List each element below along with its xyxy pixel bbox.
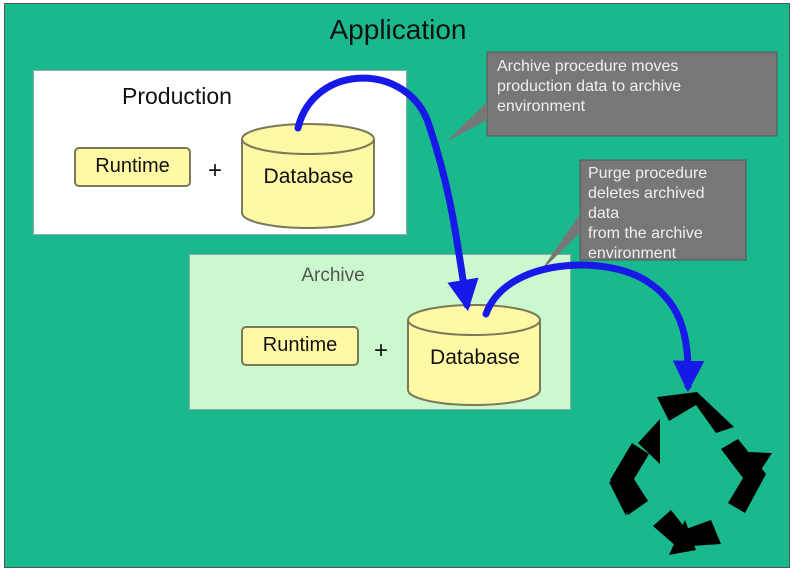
archive-plus-sign: + bbox=[374, 337, 389, 364]
production-database-label: Database bbox=[263, 165, 354, 188]
archive-runtime-label: Runtime bbox=[262, 334, 338, 356]
recycle-icon bbox=[609, 392, 772, 555]
purge-procedure-text: Purge procedure deletes archived data fr… bbox=[588, 165, 708, 262]
production-runtime-label: Runtime bbox=[95, 155, 170, 177]
archive-title: Archive bbox=[301, 265, 365, 286]
production-title: Production bbox=[122, 83, 232, 109]
application-title: Application bbox=[329, 14, 467, 45]
archive-procedure-text: Archive procedure moves production data … bbox=[497, 58, 682, 115]
production-runtime-box: Runtime bbox=[74, 147, 191, 187]
production-database: Database bbox=[240, 121, 377, 231]
archive-database-label: Database bbox=[430, 346, 520, 369]
archive-panel: Archive Runtime + Database bbox=[189, 254, 571, 410]
production-panel: Production Runtime + Database bbox=[33, 70, 407, 235]
archive-database: Database bbox=[406, 302, 544, 408]
application-diagram: Application Production Runtime + Databas… bbox=[4, 3, 790, 568]
archive-runtime-box: Runtime bbox=[241, 326, 359, 366]
production-plus-sign: + bbox=[208, 157, 223, 184]
